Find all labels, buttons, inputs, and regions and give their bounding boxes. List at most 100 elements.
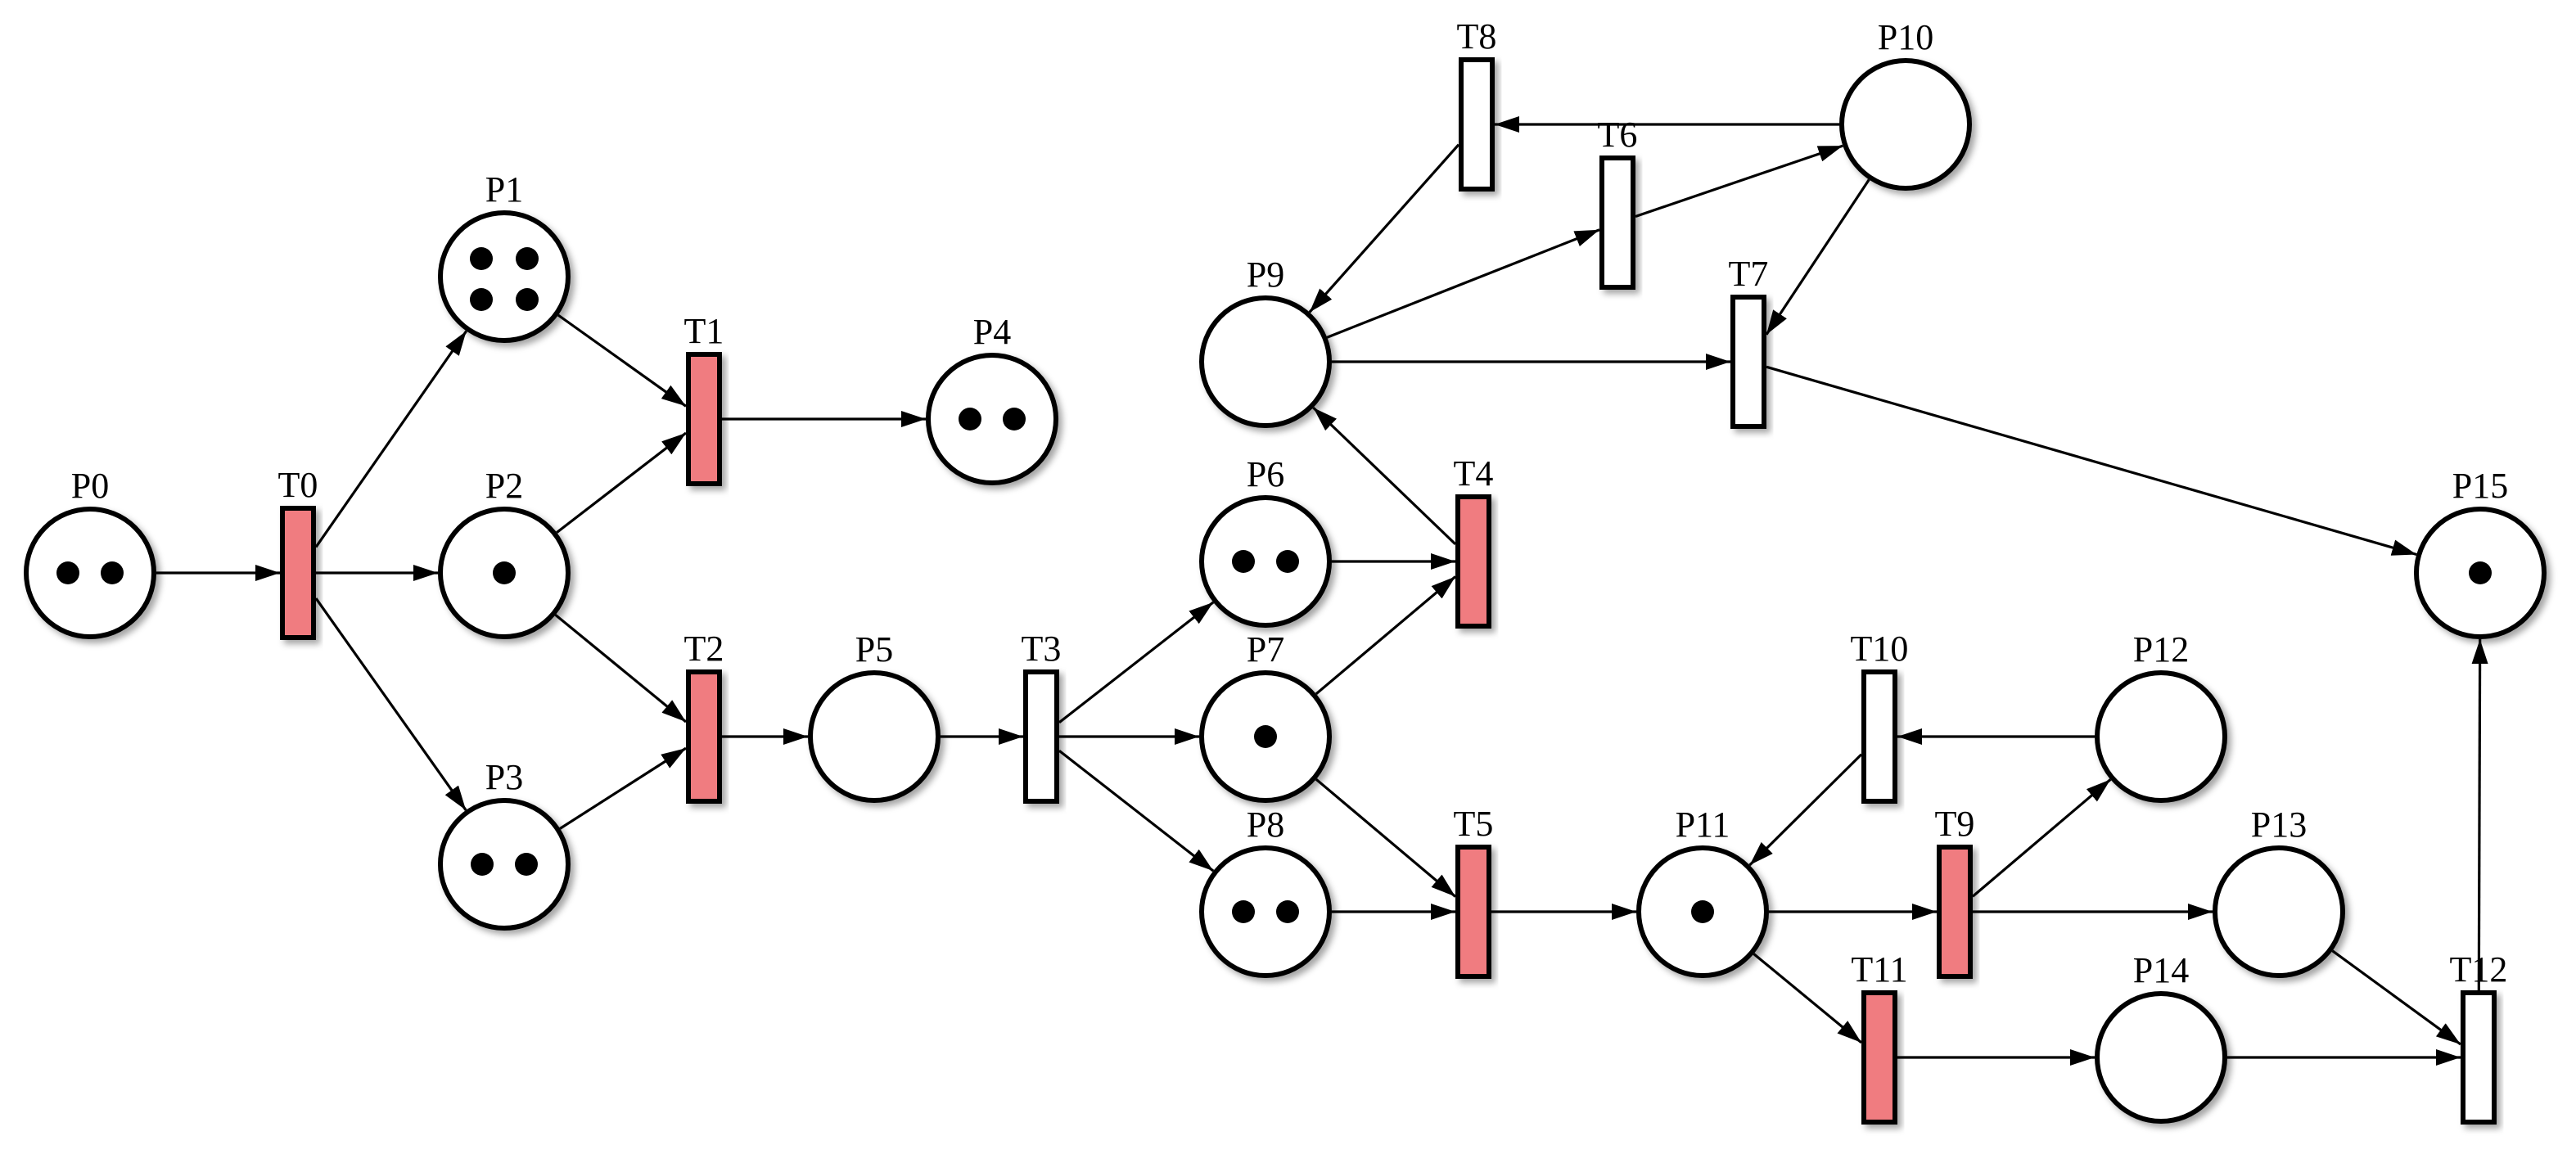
place-p15: P15 <box>2414 466 2547 639</box>
place-p11: P11 <box>1636 805 1769 978</box>
place-label: P13 <box>2251 805 2307 845</box>
place-circle <box>1839 58 1972 191</box>
place-p7: P7 <box>1199 629 1332 803</box>
token-dot <box>2469 561 2492 584</box>
token-dot <box>1232 900 1255 923</box>
place-p3: P3 <box>438 757 571 931</box>
place-label: P0 <box>71 466 109 506</box>
disabled-transition-bar <box>1459 57 1495 192</box>
place-label: P6 <box>1247 454 1284 494</box>
arc-p1-to-t1 <box>557 313 687 408</box>
place-label: P9 <box>1247 255 1284 295</box>
transition-label: T7 <box>1729 254 1769 294</box>
arc-t0-to-p1 <box>314 330 468 548</box>
place-label: P15 <box>2452 466 2508 506</box>
disabled-transition-bar <box>1730 295 1766 429</box>
place-circle <box>1199 495 1332 628</box>
place-p13: P13 <box>2213 805 2345 978</box>
transition-t1: T1 <box>684 311 724 486</box>
token-dot <box>1232 550 1255 573</box>
transition-label: T0 <box>278 465 318 505</box>
arc-t8-to-p9 <box>1308 143 1460 313</box>
token-dot <box>515 853 538 876</box>
transition-t6: T6 <box>1598 115 1638 290</box>
disabled-transition-bar <box>1023 669 1059 804</box>
token-dot <box>101 561 124 584</box>
place-circle <box>438 210 571 343</box>
transition-t3: T3 <box>1022 629 1062 804</box>
place-label: P2 <box>485 466 523 506</box>
place-label: P10 <box>1878 17 1933 57</box>
place-label: P5 <box>855 629 893 669</box>
transition-label: T12 <box>2450 949 2508 989</box>
enabled-transition-bar <box>1861 990 1897 1125</box>
arc-p7-to-t4 <box>1315 575 1457 696</box>
transition-label: T2 <box>684 629 724 669</box>
transition-label: T4 <box>1454 453 1494 494</box>
transition-t0: T0 <box>278 465 318 640</box>
arc-t4-to-p9 <box>1312 406 1457 546</box>
token-dot <box>1276 900 1299 923</box>
token-dot <box>1691 900 1714 923</box>
place-label: P12 <box>2133 629 2189 669</box>
token-dot <box>1003 408 1026 430</box>
disabled-transition-bar <box>1861 669 1897 804</box>
place-label: P7 <box>1247 629 1284 669</box>
place-label: P4 <box>973 312 1011 352</box>
transition-label: T1 <box>684 311 724 351</box>
token-dot <box>1254 725 1277 748</box>
transition-t4: T4 <box>1454 453 1494 629</box>
enabled-transition-bar <box>1455 494 1491 629</box>
transition-t9: T9 <box>1935 804 1974 979</box>
token-dot <box>470 288 493 311</box>
place-p9: P9 <box>1199 255 1332 428</box>
transition-t10: T10 <box>1851 629 1909 804</box>
transition-t8: T8 <box>1457 16 1496 192</box>
transition-label: T5 <box>1454 804 1494 844</box>
place-circle <box>1199 295 1332 428</box>
token-dot <box>471 853 494 876</box>
transition-t5: T5 <box>1454 804 1494 979</box>
place-p1: P1 <box>438 169 571 343</box>
arc-p11-to-t11 <box>1753 953 1863 1044</box>
arcs-layer <box>156 116 2488 1066</box>
place-p4: P4 <box>926 312 1058 485</box>
place-circle <box>2095 991 2227 1124</box>
arc-p2-to-t2 <box>554 614 688 724</box>
place-circle <box>438 798 571 931</box>
disabled-transition-bar <box>2461 990 2497 1125</box>
arc-t3-to-p8 <box>1058 749 1215 872</box>
place-p8: P8 <box>1199 805 1332 978</box>
transition-label: T6 <box>1598 115 1638 155</box>
enabled-transition-bar <box>1937 845 1973 979</box>
token-dot <box>493 561 516 584</box>
disabled-transition-bar <box>1599 156 1635 290</box>
arc-t7-to-p15 <box>1766 365 2417 557</box>
transition-t7: T7 <box>1729 254 1769 429</box>
enabled-transition-bar <box>686 352 722 486</box>
token-dot <box>516 247 539 270</box>
place-circle <box>2095 670 2227 803</box>
arc-t10-to-p11 <box>1748 753 1863 867</box>
arc-p9-to-t6 <box>1326 228 1600 339</box>
arc-t6-to-p10 <box>1635 144 1843 219</box>
place-circle <box>2213 845 2345 978</box>
transition-label: T11 <box>1851 949 1907 989</box>
transition-label: T10 <box>1851 629 1909 669</box>
token-dot <box>470 247 493 270</box>
transition-t2: T2 <box>684 629 724 804</box>
enabled-transition-bar <box>686 669 722 804</box>
arc-t0-to-p3 <box>314 597 467 811</box>
place-p14: P14 <box>2095 950 2227 1124</box>
enabled-transition-bar <box>1455 845 1491 979</box>
place-label: P8 <box>1247 805 1284 845</box>
arc-p7-to-t5 <box>1315 778 1457 898</box>
arc-p10-to-t7 <box>1765 178 1870 336</box>
token-dot <box>959 408 981 430</box>
place-label: P11 <box>1676 805 1730 845</box>
token-dot <box>56 561 79 584</box>
transition-label: T3 <box>1022 629 1062 669</box>
